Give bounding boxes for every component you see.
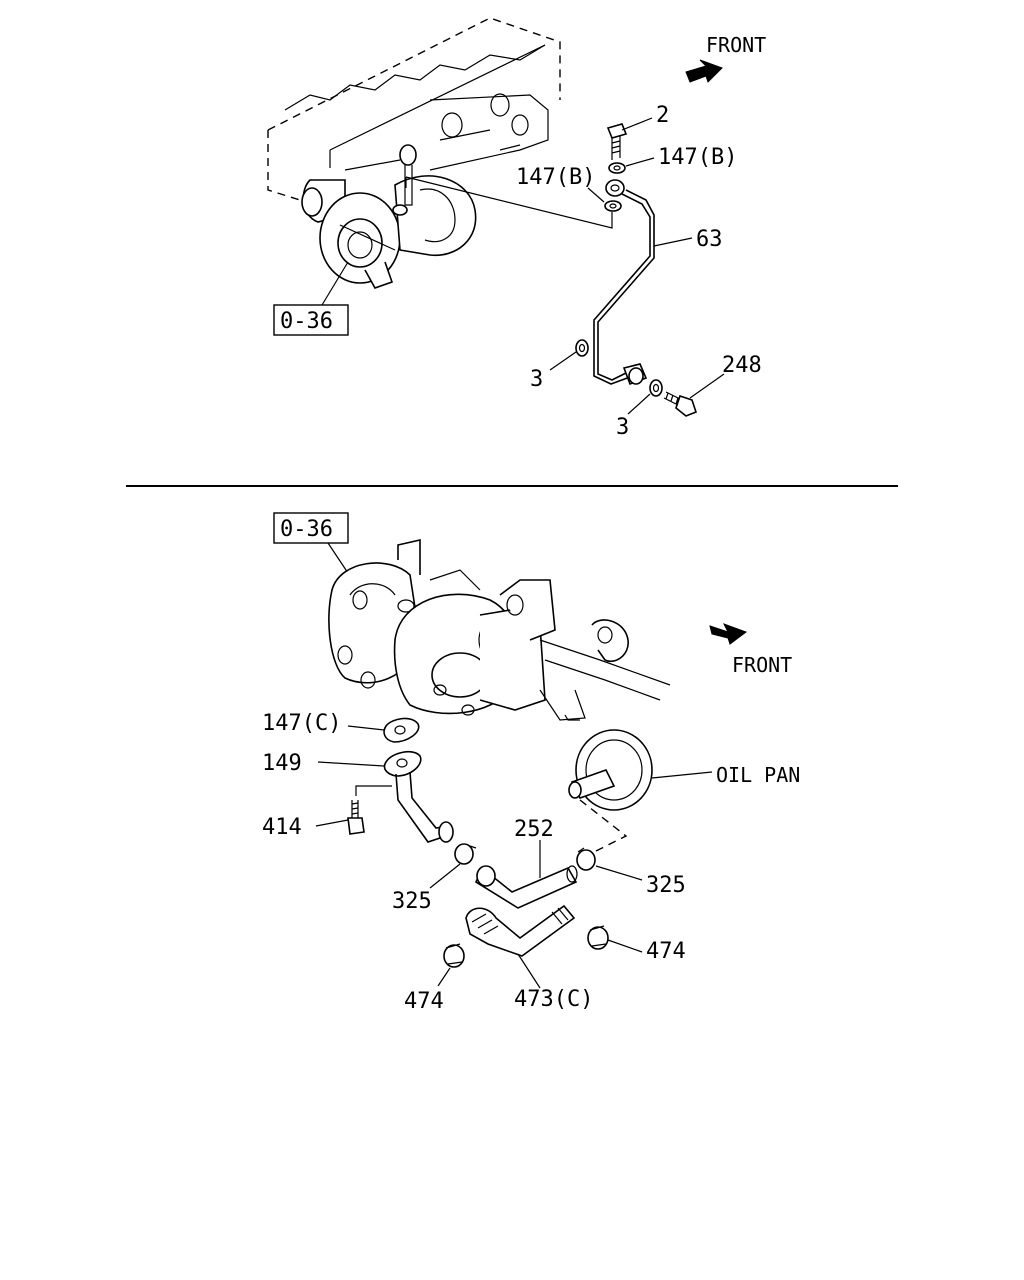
clip-474-left bbox=[443, 943, 465, 968]
callout-gasket-3-left: 3 bbox=[530, 367, 543, 392]
front-arrow-lower bbox=[709, 623, 748, 645]
ref-box-upper bbox=[273, 304, 349, 336]
gasket-3-bottom-hole bbox=[652, 383, 660, 393]
oil-feed-pipe bbox=[593, 179, 655, 386]
front-label-upper: FRONT bbox=[706, 33, 766, 57]
washer-147b-left-hole bbox=[609, 203, 617, 209]
hose-252 bbox=[474, 865, 578, 909]
callout-clip-474-left: 474 bbox=[404, 989, 444, 1014]
callout-pipe-63: 63 bbox=[696, 227, 723, 252]
clamp-325-right bbox=[576, 847, 596, 871]
ref-box-lower-label: 0-36 bbox=[280, 517, 333, 542]
callout-washer-147b-left: 147(B) bbox=[516, 165, 595, 190]
leader-clip-474-right bbox=[607, 939, 643, 953]
ref-box-upper-label: 0-36 bbox=[280, 309, 333, 334]
callout-gasket-3-bottom: 3 bbox=[616, 415, 629, 440]
leader-oil-pan bbox=[651, 771, 713, 779]
front-label-lower: FRONT bbox=[732, 653, 792, 677]
callout-bolt-2: 2 bbox=[656, 103, 669, 128]
leader-washer-147b-left bbox=[587, 187, 605, 203]
callout-hose-473c: 473(C) bbox=[514, 987, 593, 1012]
gasket-3-left-hole bbox=[578, 343, 586, 353]
leader-pipe-flange-149 bbox=[317, 761, 385, 767]
upper-diagram: FRONT 0-36 2 147(B) 147(B) 63 3 3 248 bbox=[267, 17, 766, 440]
ref-box-lower bbox=[273, 512, 349, 544]
callout-gasket-147c: 147(C) bbox=[262, 711, 341, 736]
leader-bolt-2 bbox=[621, 117, 653, 131]
gasket-3-left bbox=[575, 339, 589, 357]
turbocharger-upper bbox=[301, 144, 477, 289]
callout-washer-147b-upper: 147(B) bbox=[658, 145, 737, 170]
washer-147b-upper bbox=[608, 162, 626, 174]
gasket-147c bbox=[383, 717, 420, 743]
leader-gasket-147c bbox=[347, 725, 385, 731]
clamp-325-left bbox=[454, 843, 477, 865]
callout-clamp-325-right: 325 bbox=[646, 873, 686, 898]
oil-pan-label: OIL PAN bbox=[716, 763, 800, 787]
leader-washer-147b-upper bbox=[625, 157, 655, 167]
washer-147b-left bbox=[604, 200, 622, 212]
washer-147b-upper-hole bbox=[613, 165, 621, 171]
bolt-2 bbox=[606, 123, 628, 160]
leader-hose-473c bbox=[517, 953, 541, 989]
engine-block-upper bbox=[267, 17, 561, 201]
callout-clamp-325-left: 325 bbox=[392, 889, 432, 914]
leader-flange-bolt-414 bbox=[315, 819, 349, 827]
callout-clip-474-right: 474 bbox=[646, 939, 686, 964]
clip-474-right bbox=[587, 925, 609, 950]
oil-pan-fitting bbox=[568, 729, 653, 811]
leader-pipe-63 bbox=[653, 237, 693, 247]
leader-clip-474-left bbox=[437, 967, 451, 987]
callout-hose-252: 252 bbox=[514, 817, 554, 842]
leader-clamp-325-right bbox=[595, 865, 643, 881]
leader-gasket-3-left bbox=[549, 351, 577, 371]
leader-clamp-325-left bbox=[429, 863, 461, 889]
callout-flange-bolt-414: 414 bbox=[262, 815, 302, 840]
callout-eye-bolt-248: 248 bbox=[722, 353, 762, 378]
lower-diagram: 0-36 bbox=[262, 512, 800, 1014]
eye-bolt-248 bbox=[663, 391, 697, 417]
callout-pipe-flange-149: 149 bbox=[262, 751, 302, 776]
turbocharger-lower bbox=[328, 538, 671, 721]
leader-ref-box-upper bbox=[321, 261, 349, 306]
leader-oil-pan-connection bbox=[579, 799, 628, 853]
leader-turbo-connection bbox=[405, 176, 613, 229]
hose-473c bbox=[465, 904, 576, 957]
leader-gasket-3-bottom bbox=[627, 393, 651, 415]
gasket-3-bottom bbox=[649, 379, 663, 397]
leader-eye-bolt-248 bbox=[689, 373, 725, 399]
front-arrow-upper bbox=[685, 59, 723, 83]
oil-return-pipe-149 bbox=[383, 750, 454, 843]
flange-bolt-414 bbox=[347, 785, 392, 835]
